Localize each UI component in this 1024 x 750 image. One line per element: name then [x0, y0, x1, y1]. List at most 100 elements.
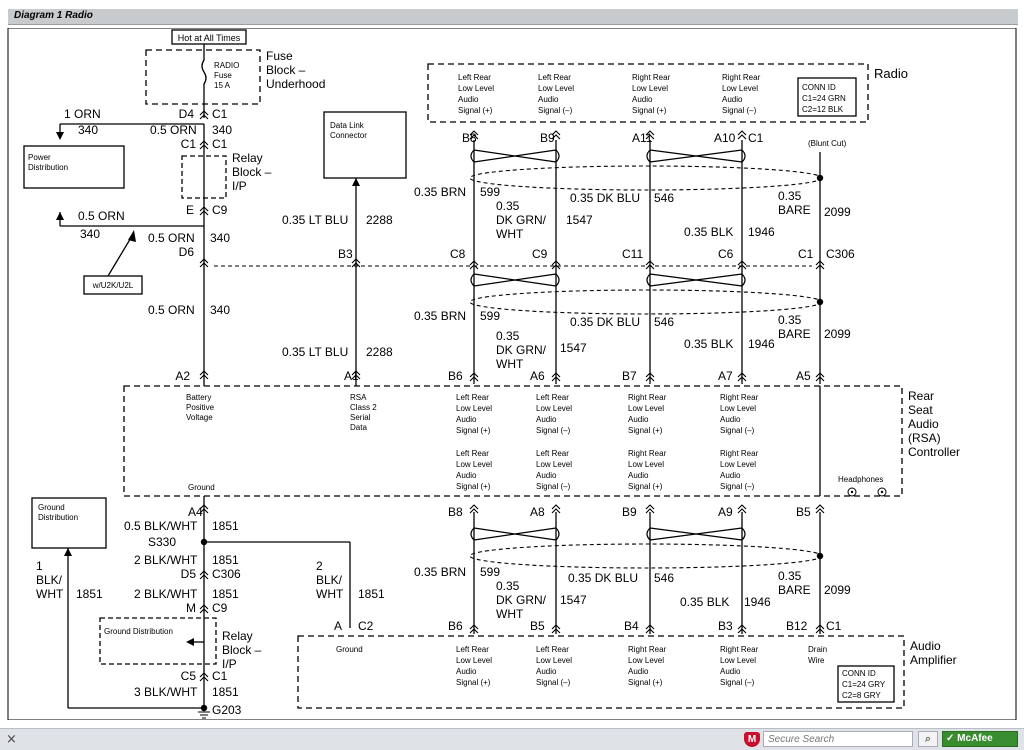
conn-d5: [199, 570, 209, 580]
rsa-signal-b: Signal (+): [456, 482, 491, 491]
fuse-text: Fuse: [214, 71, 232, 80]
option-pointer: [107, 235, 133, 277]
pin-a2: A2: [175, 369, 190, 383]
radio-signal: Audio: [458, 95, 479, 104]
wire-2-blkwht: 2: [316, 559, 323, 573]
rsa-signal: Signal (–): [536, 426, 571, 435]
wire-05-orn-b-label: 0.5 ORN: [78, 209, 125, 223]
wire-1851b: 1851: [212, 587, 239, 601]
headphone-jack-icon: [847, 487, 857, 497]
pin-c1d: C1: [212, 669, 228, 683]
pin-b8: B8: [462, 131, 477, 145]
wire-2-blkwht: WHT: [316, 587, 344, 601]
wire-1-orn-label: 1 ORN: [64, 107, 101, 121]
hot-label-box: [171, 29, 247, 45]
rsa-signal-b: Audio: [720, 471, 741, 480]
wire-dkgrn-b: DK GRN/: [496, 343, 547, 357]
rsa-signal: Low Level: [536, 404, 572, 413]
amp-signal: Left Rear: [456, 645, 489, 654]
radio-box: [427, 63, 869, 123]
rsa-signal-b: Audio: [536, 471, 557, 480]
amp-conn-id: C2=8 GRY: [842, 691, 881, 700]
ground-g203-label: G203: [212, 703, 242, 717]
wire-bare-b: BARE: [778, 327, 811, 341]
conn-c306: [815, 260, 825, 270]
pin-b7: B7: [622, 369, 637, 383]
amp-signal: Audio: [456, 667, 477, 676]
drain-dot-3: [816, 552, 824, 560]
rsa-label: Controller: [908, 445, 960, 459]
conn-m: [199, 604, 209, 614]
battery-text: Positive: [186, 403, 215, 412]
rsa-label: Seat: [908, 403, 933, 417]
conn-rsa-bottom: [737, 504, 747, 514]
pin-c8: C8: [450, 247, 466, 261]
amp-label: Amplifier: [910, 653, 957, 667]
pin-a10: A10: [714, 131, 736, 145]
relay-block-top-label: I/P: [232, 179, 247, 193]
rsa-signal-b: Low Level: [456, 460, 492, 469]
ground-dist-arrow: [186, 638, 194, 646]
pin-b9: B9: [540, 131, 555, 145]
wire-blkwht-05: 0.5 BLK/WHT: [124, 519, 198, 533]
pin-c2: C2: [358, 619, 374, 633]
pin-m: M: [186, 601, 196, 615]
mcafee-label: McAfee: [957, 733, 993, 744]
ground-distribution-box: [31, 497, 107, 549]
secure-search-input[interactable]: Secure Search: [763, 731, 913, 747]
shield-1: [469, 165, 823, 191]
rsa-signal-b: Low Level: [536, 460, 572, 469]
amp-conn-id-box: [837, 665, 895, 703]
wire-1851d: 1851: [212, 685, 239, 699]
relay-block-top-label: Relay: [232, 151, 263, 165]
class2-text: Data: [350, 423, 367, 432]
wire-bare-b: 0.35: [778, 313, 802, 327]
radio-signal: Signal (+): [458, 106, 493, 115]
radio-signal: Low Level: [722, 84, 758, 93]
conn-amp: [737, 624, 747, 634]
pin-c11: C11: [622, 247, 643, 261]
relay-block-top-label: Block –: [232, 165, 272, 179]
option-tag: w/U2K/U2L: [92, 281, 134, 290]
wire-599: 599: [480, 185, 500, 199]
conn-rsa-bottom: [815, 504, 825, 514]
radio-signal: Low Level: [458, 84, 494, 93]
wire-dkgrn-c: 0.35: [496, 579, 520, 593]
drain-wire-label: Drain: [808, 645, 827, 654]
conn-a4: [199, 504, 209, 514]
amp-signal: Left Rear: [536, 645, 569, 654]
radio-signal: Signal (–): [722, 106, 757, 115]
conn-rsa-top: [551, 372, 561, 382]
pin-b12: B12: [786, 619, 808, 633]
pin-a5: A5: [796, 369, 811, 383]
pin-d5: D5: [181, 567, 197, 581]
mcafee-button[interactable]: ✓ McAfee: [942, 731, 1018, 747]
amp-signal: Low Level: [456, 656, 492, 665]
option-tag-box: [83, 275, 143, 295]
fuse-block-box: [145, 49, 261, 105]
headphones-label: Headphones: [838, 475, 883, 484]
close-icon[interactable]: ×: [6, 732, 17, 747]
wire-dkgrn-c: WHT: [496, 607, 524, 621]
amp-signal: Low Level: [536, 656, 572, 665]
rsa-signal-b: Low Level: [720, 460, 756, 469]
pin-a7: A7: [718, 369, 733, 383]
rsa-signal: Right Rear: [720, 393, 759, 402]
search-icon[interactable]: ⌕: [918, 731, 938, 747]
mcafee-shield-icon: M: [744, 732, 760, 747]
pin-c9: C9: [532, 247, 548, 261]
pin-a9: A9: [718, 505, 733, 519]
rsa-signal: Audio: [536, 415, 557, 424]
dlc-arrow: [352, 178, 360, 186]
wire-1851: 1851: [212, 519, 239, 533]
radio-signal: Signal (+): [632, 106, 667, 115]
rsa-signal-b: Left Rear: [536, 449, 569, 458]
conn-amp: [645, 624, 655, 634]
twist-3: [470, 273, 560, 287]
arrow-to-power-dist: [56, 132, 64, 140]
radio-signal: Left Rear: [458, 73, 491, 82]
conn-rsa-top: [469, 372, 479, 382]
wire-599b: 599: [480, 309, 500, 323]
twist-4: [646, 273, 746, 287]
wire-blk-b: 0.35 BLK: [684, 337, 733, 351]
